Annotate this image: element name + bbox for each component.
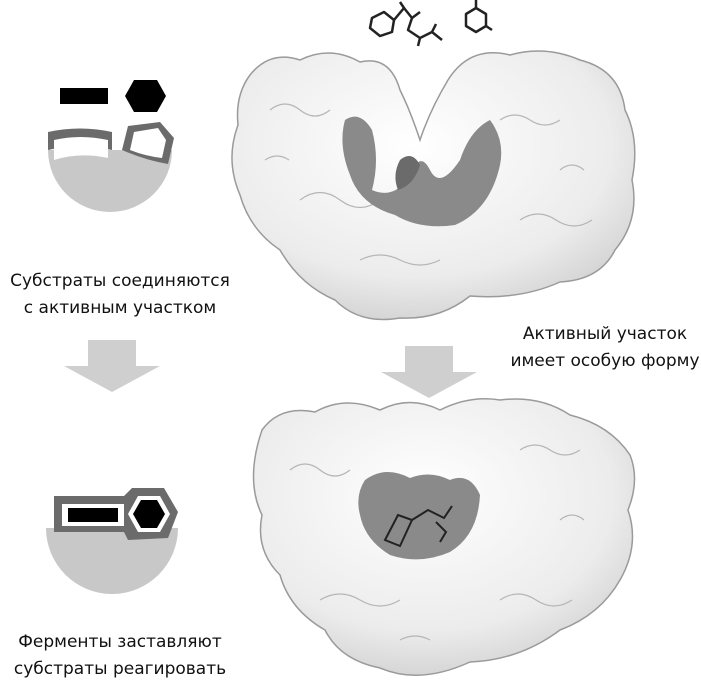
ligand-sticks	[368, 0, 493, 47]
caption-enzymes-react-line-1: Ферменты заставляют	[18, 632, 222, 652]
arrow-down-left	[64, 340, 160, 392]
caption-enzymes-react-line-2: субстраты реагировать	[13, 659, 227, 679]
rectangle-substrate-bound	[68, 508, 118, 522]
enzyme-body-bound	[46, 528, 178, 594]
bound-substrate-sticks	[383, 505, 453, 548]
active-site-groove-open	[342, 116, 502, 227]
protein-closed	[252, 398, 636, 676]
schematic-after	[46, 488, 178, 594]
enzyme-body	[48, 150, 172, 212]
caption-active-site-shape-line-2: имеет особую форму	[510, 351, 700, 371]
rectangle-substrate	[60, 88, 108, 104]
caption-substrates-join-line-2: с активным участком	[23, 298, 217, 318]
hexagon-substrate-bound	[133, 500, 165, 528]
caption-active-site-shape: Активный участок имеет особую форму	[490, 321, 701, 375]
caption-substrates-join: Субстраты соединяются с активным участко…	[0, 268, 240, 322]
caption-enzymes-react: Ферменты заставляют субстраты реагироват…	[0, 629, 240, 683]
caption-substrates-join-line-1: Субстраты соединяются	[10, 271, 230, 291]
arrow-down-right	[381, 346, 477, 398]
protein-open	[231, 50, 636, 321]
caption-active-site-shape-line-1: Активный участок	[522, 324, 688, 344]
hexagon-substrate	[125, 80, 166, 112]
schematic-before	[48, 80, 174, 212]
